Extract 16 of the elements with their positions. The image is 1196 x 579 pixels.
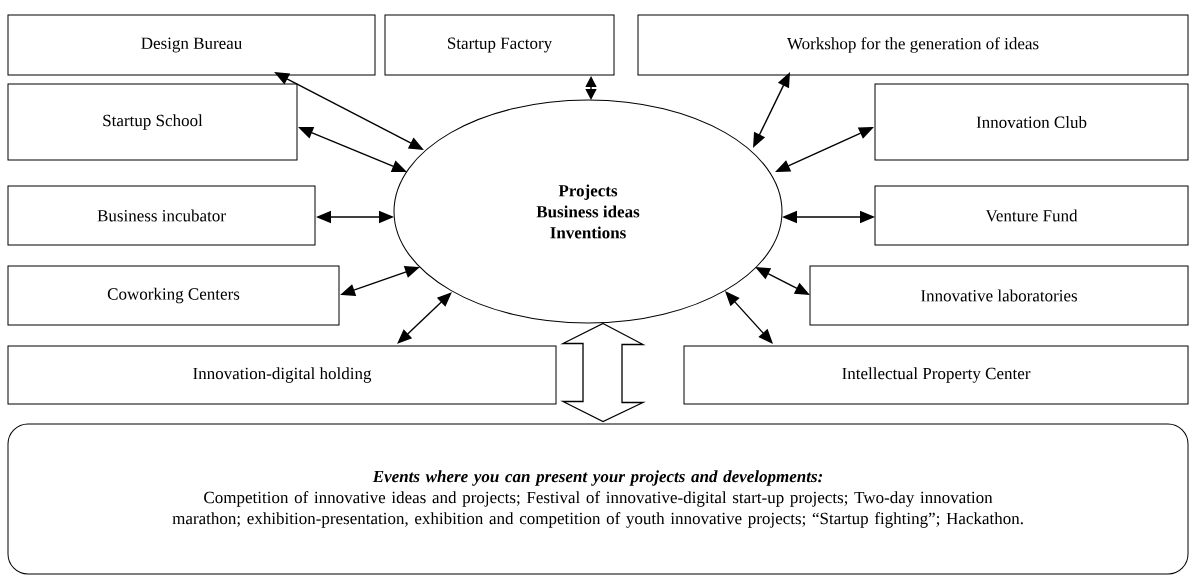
box: Startup Factory <box>384 14 615 76</box>
box: Design Bureau <box>7 14 376 76</box>
arrow <box>397 292 452 344</box>
box: Coworking Centers <box>7 265 340 326</box>
box: Innovation-digital holding <box>7 345 557 405</box>
double-arrow <box>560 322 646 423</box>
box: Workshop for the generation of ideas <box>637 14 1189 76</box>
box: Startup School <box>7 83 298 161</box>
box: Venture Fund <box>874 185 1189 246</box>
box: Innovative laboratories <box>809 265 1189 326</box>
box: Innovation Club <box>874 83 1189 161</box>
arrow <box>725 291 773 344</box>
events-box: Events where you can present your projects and developments: Competition of innovative ideas and projects; Festival of innovative-digital start-up projects; Two-day innovation marathon; exhibition-presentation, exhibition and competition of youth innovative projects; “Startup fighting”; Hackathon. <box>7 423 1189 575</box>
box: Business incubator <box>7 185 316 246</box>
arrow <box>585 76 597 100</box>
box: Intellectual Property Center <box>683 345 1189 405</box>
